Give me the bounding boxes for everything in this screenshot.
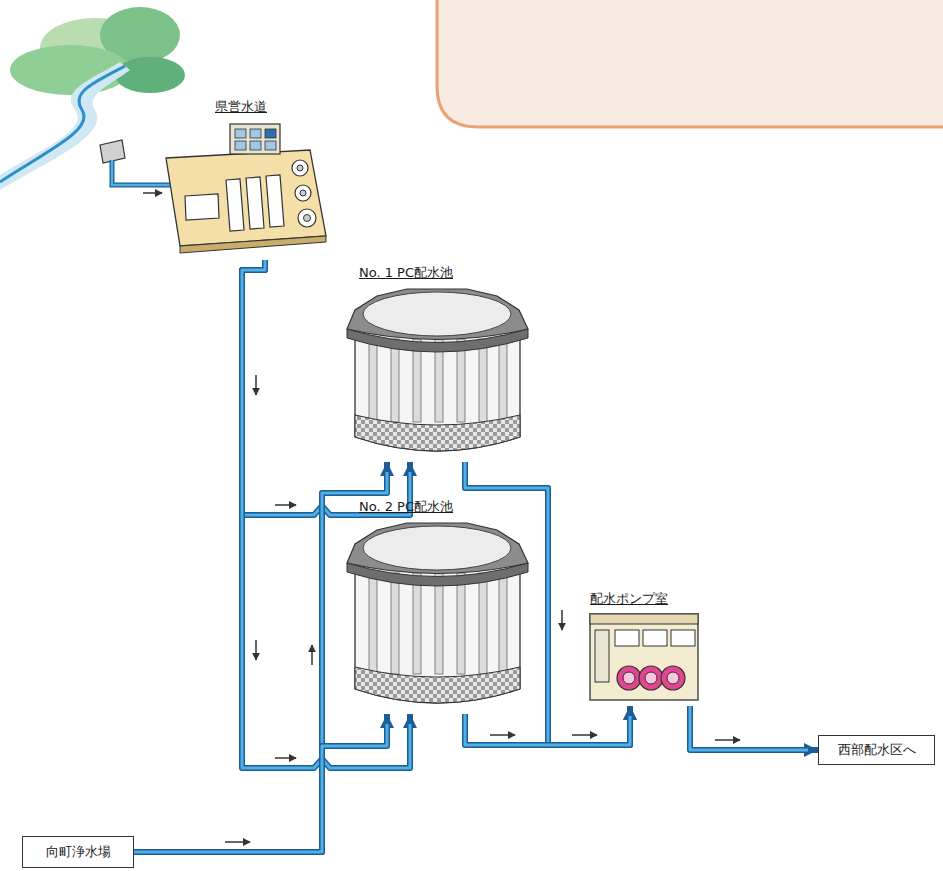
illustration-part [250,129,261,138]
reservoir-tank: No. 2 PC配水池 [345,496,535,714]
illustration-part [266,175,284,227]
illustration-part [347,523,528,574]
illustration-part [347,289,528,340]
illustration-part [639,666,663,690]
pipe-outline [690,706,818,750]
illustration-part [561,610,563,630]
illustration-part [715,739,740,741]
illustration-part [225,841,250,843]
flow-arrows [143,193,740,842]
water-pipe [134,714,387,852]
illustration-part [297,165,303,171]
reservoir-tank-drawing [345,518,530,714]
water-plant-drawing [160,118,330,260]
pipe-core [134,724,387,852]
reservoir-tank-drawing [345,284,530,462]
box-label: 向町浄水場 [46,843,111,861]
illustration-part [369,339,377,422]
reservoir-tank: No. 1 PC配水池 [345,262,535,462]
illustration-part [623,672,635,684]
illustration-part [143,192,162,194]
illustration-part [435,573,443,674]
illustration-part [275,757,296,759]
illustration-part [226,179,244,231]
info-panel [437,0,943,127]
illustration-part [292,160,308,176]
illustration-part [457,573,465,674]
illustration-part [499,339,507,422]
illustration-part [479,339,487,422]
illustration-part [311,645,313,665]
illustration-part [643,630,667,646]
illustration-part [100,140,125,163]
illustration-part [590,614,698,624]
illustration-part [112,160,170,185]
illustration-part [355,415,520,451]
pump-room: 配水ポンプ室 [585,588,705,706]
water-pipe [690,706,818,750]
illustration-part [590,614,698,700]
illustration-part [300,190,306,196]
illustration-part [166,150,326,246]
illustration-part [391,573,399,674]
illustration-part [185,194,219,220]
water-pipe [134,462,387,852]
pipe-core [134,472,387,852]
mountain-illustration [0,7,185,190]
illustration-part [667,672,679,684]
destination-box: 西部配水区へ [818,735,935,765]
illustration-part [235,129,246,138]
illustration-part [0,66,125,182]
illustration-part [112,160,170,185]
illustration-part [246,177,264,229]
illustration-part [304,215,311,222]
illustration-part [295,185,311,201]
illustration-part [671,630,695,646]
box-label: 西部配水区へ [838,741,916,759]
illustration-part [479,573,487,674]
pipe-outline [134,714,387,852]
facility-label: No. 1 PC配水池 [359,264,453,282]
illustration-part [595,630,609,682]
illustration-part [661,666,685,690]
illustration-part [363,292,511,336]
illustration-part [645,672,657,684]
facility-label: No. 2 PC配水池 [359,498,453,516]
water-pipe [465,706,630,745]
pipe-outline [134,462,387,852]
facility-label: 配水ポンプ室 [590,590,668,608]
illustration-part [615,630,639,646]
illustration-part [413,573,421,674]
illustration-part [572,734,597,736]
illustration-part [115,57,185,93]
illustration-part [369,573,377,674]
illustration-part [255,375,257,395]
illustration-part [617,666,641,690]
pipe-core [465,714,630,745]
illustration-part [230,124,280,154]
illustration-part [265,141,276,150]
illustration-part [250,141,261,150]
illustration-part [298,209,316,227]
illustration-part [355,667,520,703]
illustration-part [235,141,246,150]
illustration-part [499,573,507,674]
illustration-part [391,339,399,422]
illustration-part [490,734,515,736]
water-plant: 県営水道 [160,96,332,260]
facility-label: 県営水道 [215,98,267,116]
illustration-part [180,236,326,253]
pump-room-drawing [585,610,703,706]
illustration-part [363,526,511,570]
pipe-core [690,706,808,750]
source-box: 向町浄水場 [22,836,134,868]
pipe-outline [465,706,630,745]
illustration-part [255,640,257,660]
illustration-part [265,129,276,138]
illustration-part [275,504,296,506]
